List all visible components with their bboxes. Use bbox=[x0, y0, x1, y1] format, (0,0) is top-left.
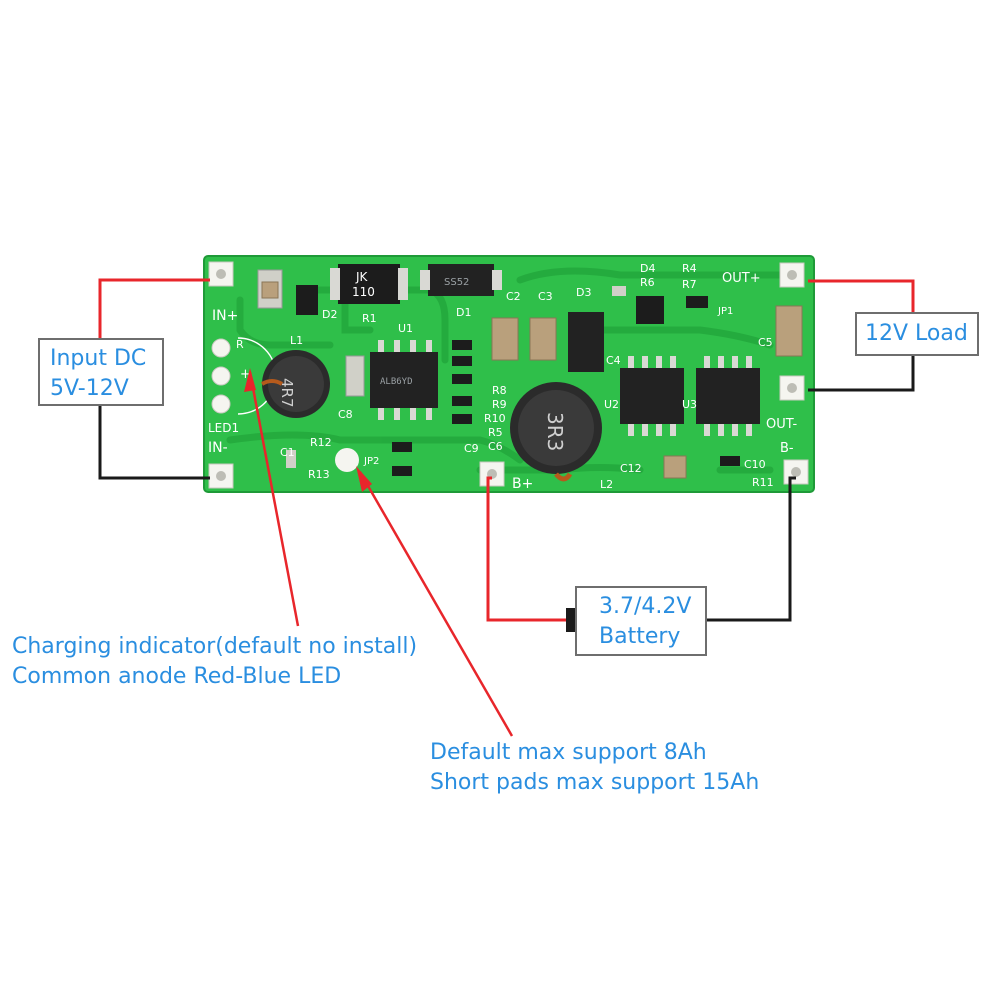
arrow-jp2-line bbox=[358, 471, 514, 737]
silk-r4: R4 bbox=[682, 262, 697, 275]
capacity-note-line2: Short pads max support 15Ah bbox=[430, 770, 760, 795]
input-dc-box: Input DC 5V-12V bbox=[38, 338, 164, 406]
silk-out-minus: OUT- bbox=[766, 417, 797, 432]
silk-inductor2: 3R3 bbox=[543, 412, 567, 451]
charging-note-line1: Charging indicator(default no install) bbox=[12, 634, 418, 659]
silk-ss52: SS52 bbox=[444, 277, 469, 288]
silk-r7: R7 bbox=[682, 278, 697, 291]
arrow-led-line bbox=[248, 371, 300, 627]
silk-r9: R9 bbox=[492, 398, 507, 411]
charging-note-line2: Common anode Red-Blue LED bbox=[12, 664, 342, 689]
silk-c3: C3 bbox=[538, 290, 553, 303]
silk-c8: C8 bbox=[338, 408, 353, 421]
silk-u3: U3 bbox=[682, 398, 697, 411]
silk-inductor1: 4R7 bbox=[278, 378, 296, 408]
charging-indicator-note: Charging indicator(default no install) C… bbox=[12, 632, 417, 692]
silk-r6: R6 bbox=[640, 276, 655, 289]
silk-d3: D3 bbox=[576, 286, 591, 299]
input-dc-line2: 5V-12V bbox=[50, 376, 129, 401]
silk-l2: L2 bbox=[600, 478, 613, 491]
silk-u1-mark: ALB6YD bbox=[380, 377, 413, 387]
wire-input-negative bbox=[98, 404, 210, 480]
silk-d1: D1 bbox=[456, 306, 471, 319]
input-dc-line1: Input DC bbox=[50, 346, 147, 371]
silk-r12: R12 bbox=[310, 436, 332, 449]
silk-c12: C12 bbox=[620, 462, 642, 475]
silk-led1: LED1 bbox=[208, 421, 239, 435]
silk-c4: C4 bbox=[606, 354, 621, 367]
silk-r5: R5 bbox=[488, 426, 503, 439]
silk-r8: R8 bbox=[492, 384, 507, 397]
silk-plus-mark: + bbox=[240, 367, 251, 382]
silk-d2: D2 bbox=[322, 308, 337, 321]
arrow-led-head bbox=[244, 368, 256, 392]
battery-box: 3.7/4.2V Battery bbox=[575, 586, 707, 656]
annotation-arrows bbox=[244, 368, 514, 737]
battery-line1: 3.7/4.2V bbox=[599, 594, 692, 619]
silk-in-minus: IN- bbox=[208, 440, 228, 456]
silk-r1: R1 bbox=[362, 312, 377, 325]
silk-l1: L1 bbox=[290, 334, 303, 347]
wiring bbox=[98, 278, 915, 622]
load-box: 12V Load bbox=[855, 312, 979, 356]
silk-u1: U1 bbox=[398, 322, 413, 335]
silk-d4: D4 bbox=[640, 262, 655, 275]
wire-load-negative bbox=[808, 354, 915, 392]
silk-r-mark: R bbox=[236, 338, 244, 351]
silk-c6: C6 bbox=[488, 440, 503, 453]
silk-jk-line2: 110 bbox=[352, 285, 375, 299]
silk-jp1: JP1 bbox=[717, 306, 733, 317]
silk-c2: C2 bbox=[506, 290, 521, 303]
silk-b-minus: B- bbox=[780, 441, 794, 456]
capacity-note: Default max support 8Ah Short pads max s… bbox=[430, 738, 759, 798]
silk-c1: C1 bbox=[280, 446, 295, 459]
silk-c10: C10 bbox=[744, 458, 766, 471]
silkscreen: IN+ IN- LED1 R + OUT+ OUT- B+ B- JK 110 … bbox=[208, 262, 797, 492]
wire-battery-positive bbox=[486, 476, 568, 622]
arrow-jp2-head bbox=[356, 466, 372, 492]
battery-line2: Battery bbox=[599, 624, 681, 649]
silk-c5: C5 bbox=[758, 336, 773, 349]
wire-input-positive bbox=[98, 278, 210, 340]
silk-u2: U2 bbox=[604, 398, 619, 411]
silk-c9: C9 bbox=[464, 442, 479, 455]
silk-jp2: JP2 bbox=[363, 456, 379, 467]
silk-r10: R10 bbox=[484, 412, 506, 425]
silk-in-plus: IN+ bbox=[212, 308, 238, 324]
capacity-note-line1: Default max support 8Ah bbox=[430, 740, 707, 765]
battery-terminal bbox=[566, 608, 576, 632]
silk-r11: R11 bbox=[752, 476, 774, 489]
silk-b-plus: B+ bbox=[512, 476, 533, 492]
wire-load-positive bbox=[808, 279, 915, 314]
silk-out-plus: OUT+ bbox=[722, 271, 761, 286]
pcb-board bbox=[203, 255, 815, 493]
silk-r13: R13 bbox=[308, 468, 330, 481]
wire-battery-negative bbox=[706, 476, 796, 622]
silk-jk-line1: JK bbox=[355, 270, 369, 284]
load-label: 12V Load bbox=[865, 321, 968, 346]
